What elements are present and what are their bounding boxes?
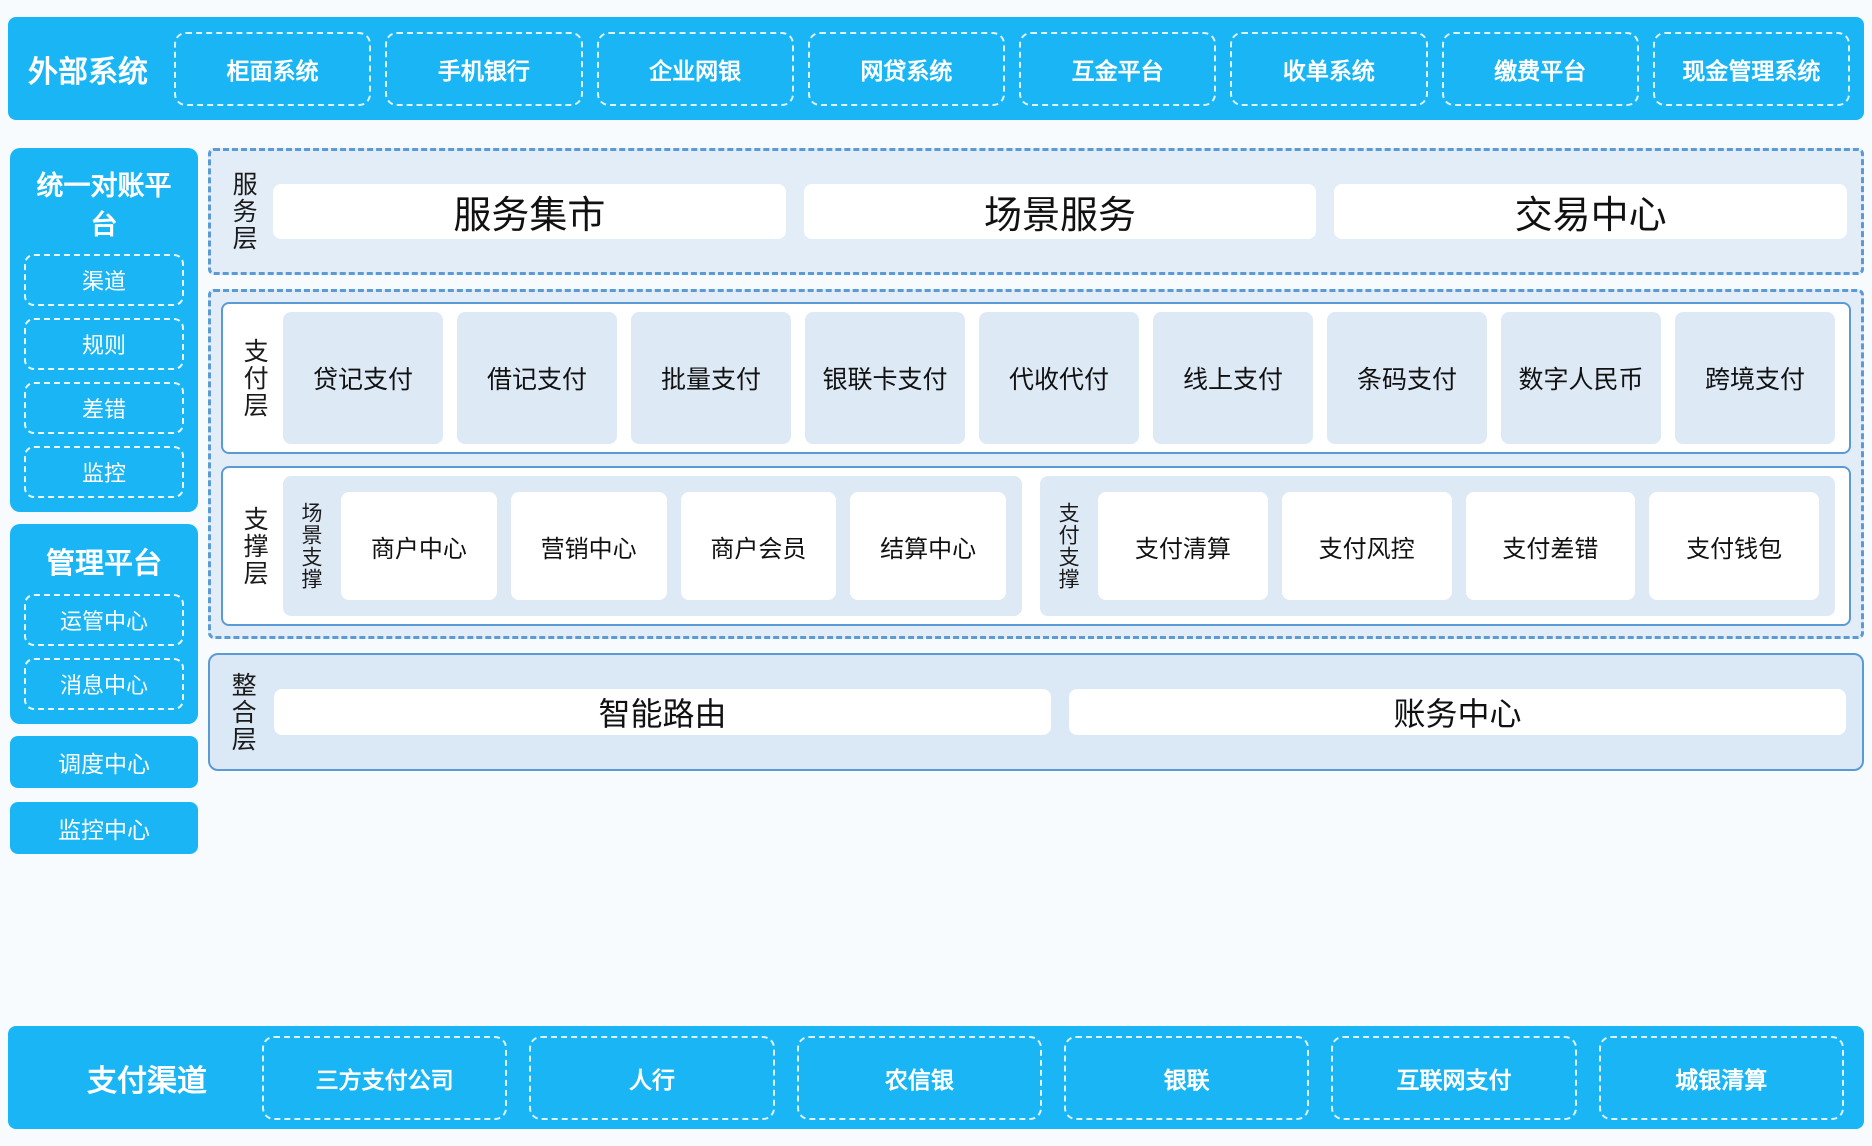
support-card-payment-wallet[interactable]: 支付钱包 — [1649, 492, 1820, 600]
payment-channels-title: 支付渠道 — [87, 1064, 207, 1098]
external-system-chip[interactable]: 互金平台 — [1019, 31, 1217, 106]
payment-layer-label: 支付层 — [240, 337, 269, 419]
external-system-chip[interactable]: 缴费平台 — [1441, 31, 1639, 106]
support-card-payment-risk[interactable]: 支付风控 — [1281, 492, 1452, 600]
payment-card-credit[interactable]: 贷记支付 — [283, 312, 443, 444]
payment-card-digital-rmb[interactable]: 数字人民币 — [1501, 312, 1661, 444]
manage-platform-title: 管理平台 — [45, 548, 162, 580]
sidebar-item-monitor[interactable]: 监控 — [24, 446, 184, 498]
support-layer-label: 支撑层 — [240, 505, 269, 587]
service-card-transaction[interactable]: 交易中心 — [1334, 184, 1848, 239]
sidebar-item-dispatch-center[interactable]: 调度中心 — [10, 736, 198, 788]
external-systems-bar: 外部系统 柜面系统 手机银行 企业网银 网贷系统 互金平台 收单系统 缴费平台 … — [8, 17, 1864, 120]
service-layer-cards: 服务集市 场景服务 交易中心 — [265, 172, 1848, 251]
sidebar-item-message-center[interactable]: 消息中心 — [24, 658, 184, 710]
main-column: 服务层 服务集市 场景服务 交易中心 支付层 贷记支付 借记支付 批量支付 银联… — [208, 148, 1864, 771]
external-system-chip[interactable]: 网贷系统 — [807, 31, 1005, 106]
service-layer: 服务层 服务集市 场景服务 交易中心 — [208, 148, 1864, 275]
support-group-scenario: 场景支撑 商户中心 营销中心 商户会员 结算中心 — [283, 476, 1023, 616]
payment-card-debit[interactable]: 借记支付 — [457, 312, 617, 444]
support-card-merchant-member[interactable]: 商户会员 — [680, 492, 837, 600]
support-group-payment-cards: 支付清算 支付风控 支付差错 支付钱包 — [1098, 492, 1820, 600]
external-system-chip[interactable]: 现金管理系统 — [1652, 31, 1850, 106]
payment-card-online[interactable]: 线上支付 — [1153, 312, 1313, 444]
external-system-chip[interactable]: 柜面系统 — [174, 31, 372, 106]
support-card-settlement-center[interactable]: 结算中心 — [850, 492, 1007, 600]
service-card-scenario[interactable]: 场景服务 — [803, 184, 1317, 239]
payment-layer: 支付层 贷记支付 借记支付 批量支付 银联卡支付 代收代付 线上支付 条码支付 … — [221, 302, 1851, 454]
sidebar-item-operations-center[interactable]: 运管中心 — [24, 594, 184, 646]
support-layer: 支撑层 场景支撑 商户中心 营销中心 商户会员 结算中心 支付支撑 — [221, 466, 1851, 626]
external-system-chip[interactable]: 收单系统 — [1230, 31, 1428, 106]
sidebar-item-error[interactable]: 差错 — [24, 382, 184, 434]
recon-platform-title: 统一对账平台 — [36, 171, 172, 240]
payment-channels-list: 三方支付公司 人行 农信银 银联 互联网支付 城银清算 — [262, 1035, 1864, 1120]
payment-channel-chip[interactable]: 农信银 — [796, 1035, 1042, 1120]
integration-layer-cards: 智能路由 账务中心 — [264, 689, 1846, 735]
sidebar-item-rule[interactable]: 规则 — [24, 318, 184, 370]
payment-channel-chip[interactable]: 互联网支付 — [1331, 1035, 1577, 1120]
sidebar-item-monitor-center[interactable]: 监控中心 — [10, 802, 198, 854]
recon-platform-block: 统一对账平台 渠道 规则 差错 监控 — [10, 148, 198, 512]
sidebar-item-channel[interactable]: 渠道 — [24, 254, 184, 306]
support-card-merchant-center[interactable]: 商户中心 — [341, 492, 497, 600]
support-group-scenario-label: 场景支撑 — [299, 502, 323, 590]
support-card-marketing-center[interactable]: 营销中心 — [510, 492, 667, 600]
payment-channel-chip[interactable]: 三方支付公司 — [262, 1035, 508, 1120]
payment-layer-cards: 贷记支付 借记支付 批量支付 银联卡支付 代收代付 线上支付 条码支付 数字人民… — [275, 312, 1835, 444]
payment-card-unionpay[interactable]: 银联卡支付 — [805, 312, 965, 444]
integration-layer-label: 整合层 — [228, 671, 257, 753]
integration-layer: 整合层 智能路由 账务中心 — [208, 653, 1864, 771]
integration-card-accounting-center[interactable]: 账务中心 — [1069, 689, 1846, 735]
left-sidebar: 统一对账平台 渠道 规则 差错 监控 管理平台 运管中心 消息中心 调度中心 监… — [10, 148, 198, 868]
support-layer-groups: 场景支撑 商户中心 营销中心 商户会员 结算中心 支付支撑 支付清算 支付风控 — [275, 476, 1835, 616]
payment-card-cross-border[interactable]: 跨境支付 — [1675, 312, 1835, 444]
support-group-payment-label: 支付支撑 — [1056, 502, 1080, 590]
payment-channel-chip[interactable]: 人行 — [529, 1035, 775, 1120]
support-card-payment-error[interactable]: 支付差错 — [1465, 492, 1636, 600]
external-systems-list: 柜面系统 手机银行 企业网银 网贷系统 互金平台 收单系统 缴费平台 现金管理系… — [158, 31, 1850, 106]
support-group-scenario-cards: 商户中心 营销中心 商户会员 结算中心 — [341, 492, 1007, 600]
payment-channel-chip[interactable]: 银联 — [1063, 1035, 1310, 1120]
support-group-payment: 支付支撑 支付清算 支付风控 支付差错 支付钱包 — [1040, 476, 1835, 616]
integration-card-smart-routing[interactable]: 智能路由 — [274, 689, 1051, 735]
support-card-payment-clearing[interactable]: 支付清算 — [1098, 492, 1268, 600]
service-card-marketplace[interactable]: 服务集市 — [273, 184, 786, 239]
payment-card-collection[interactable]: 代收代付 — [979, 312, 1139, 444]
payment-support-wrapper: 支付层 贷记支付 借记支付 批量支付 银联卡支付 代收代付 线上支付 条码支付 … — [208, 289, 1864, 639]
external-systems-title: 外部系统 — [28, 55, 148, 89]
payment-card-batch[interactable]: 批量支付 — [631, 312, 791, 444]
service-layer-label: 服务层 — [229, 171, 258, 252]
external-system-chip[interactable]: 手机银行 — [385, 31, 583, 106]
payment-channels-bar: 支付渠道 三方支付公司 人行 农信银 银联 互联网支付 城银清算 — [8, 1026, 1864, 1129]
payment-card-barcode[interactable]: 条码支付 — [1327, 312, 1487, 444]
manage-platform-block: 管理平台 运管中心 消息中心 — [10, 524, 198, 724]
external-system-chip[interactable]: 企业网银 — [596, 31, 794, 106]
payment-channel-chip[interactable]: 城银清算 — [1598, 1035, 1844, 1120]
